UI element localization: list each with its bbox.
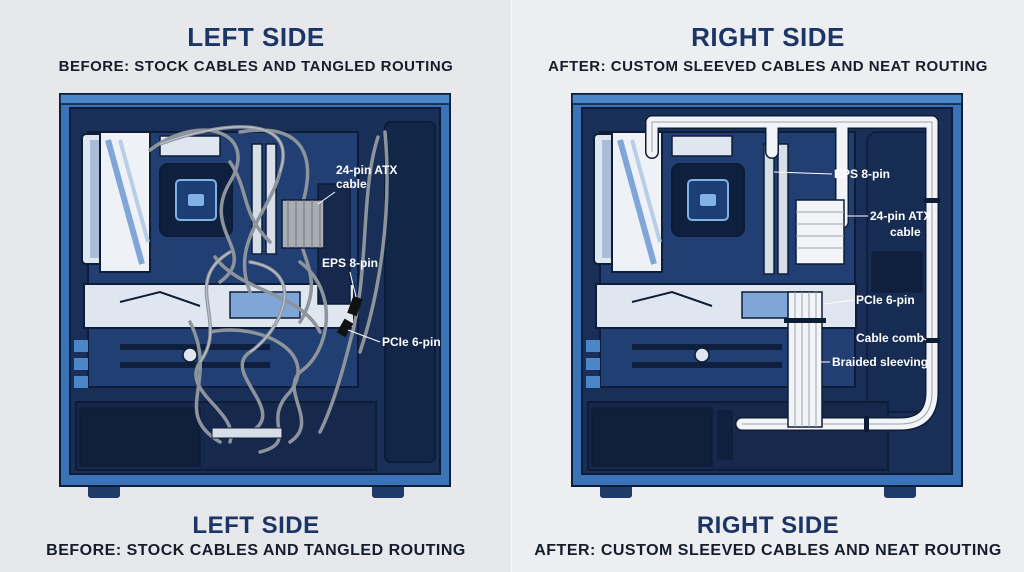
case-foot	[884, 484, 916, 498]
right-case-illustration: EPS 8-pin 24-pin ATX cable PCIe 6-pin Ca…	[571, 93, 963, 498]
label-comb: Cable comb	[856, 331, 924, 345]
right-panel: RIGHT SIDE AFTER: CUSTOM SLEEVED CABLES …	[512, 0, 1024, 572]
left-bottom-subtitle: BEFORE: STOCK CABLES AND TANGLED ROUTING	[46, 542, 466, 559]
label-pcie: PCIe 6-pin	[382, 335, 441, 349]
psu	[79, 407, 201, 467]
cable-comb	[924, 338, 940, 343]
right-bottom-title: RIGHT SIDE	[696, 512, 840, 539]
left-bottom-title: LEFT SIDE	[192, 512, 320, 539]
ram-stick	[763, 143, 775, 275]
label-pcie: PCIe 6-pin	[856, 293, 915, 307]
atx-24pin-cable	[795, 199, 845, 265]
right-subtitle: AFTER: CUSTOM SLEEVED CABLES AND NEAT RO…	[548, 58, 988, 75]
label-sleeve: Braided sleeving	[832, 355, 928, 369]
sleeving-lines	[651, 121, 933, 425]
left-subtitle: BEFORE: STOCK CABLES AND TANGLED ROUTING	[58, 58, 454, 75]
left-title: LEFT SIDE	[187, 22, 325, 52]
case-foot	[372, 484, 404, 498]
label-eps: EPS 8-pin	[322, 256, 378, 270]
label-atx-line1: 24-pin ATX	[870, 209, 931, 223]
left-panel: LEFT SIDE BEFORE: STOCK CABLES AND TANGL…	[46, 22, 466, 559]
label-atx-line1: 24-pin ATX	[336, 163, 397, 177]
ram-stick	[777, 143, 789, 275]
case-foot	[88, 484, 120, 498]
cable-highlights	[159, 126, 286, 363]
atx-24pin-cable	[281, 199, 325, 249]
cable-comb	[784, 318, 826, 323]
label-eps: EPS 8-pin	[834, 167, 890, 181]
pcie-connector	[336, 318, 354, 338]
cable-comb	[924, 198, 940, 203]
label-atx-line2: cable	[336, 177, 367, 191]
cable-comb	[864, 416, 869, 432]
case-foot	[600, 484, 632, 498]
left-case-illustration: 24-pin ATX cable EPS 8-pin PCIe 6-pin	[59, 93, 451, 498]
ram-stick	[265, 143, 277, 255]
eps-connector	[347, 295, 363, 317]
right-title: RIGHT SIDE	[691, 22, 845, 52]
psu	[591, 407, 713, 467]
pcie-cable-bundle	[787, 291, 823, 428]
ram-stick	[251, 143, 263, 255]
label-atx-line2: cable	[890, 225, 921, 239]
right-bottom-subtitle: AFTER: CUSTOM SLEEVED CABLES AND NEAT RO…	[534, 542, 1002, 559]
